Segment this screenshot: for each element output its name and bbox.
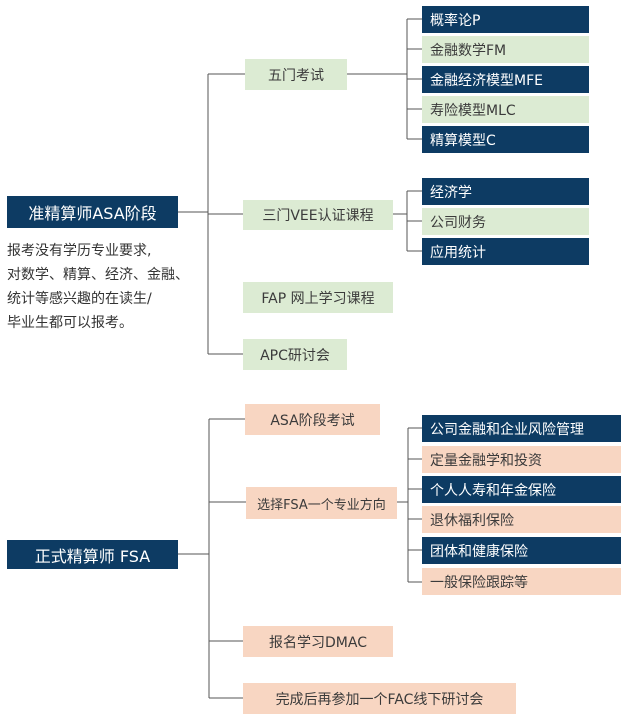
exam-item: 金融数学FM <box>422 36 589 63</box>
note-line: 报考没有学历专业要求, <box>7 243 152 259</box>
note-line: 对数学、精算、经济、金融、 <box>7 267 189 283</box>
asa-eligibility-note: 报考没有学历专业要求, 对数学、精算、经济、金融、 统计等感兴趣的在读生/ 毕业… <box>7 239 197 335</box>
vee-item: 公司财务 <box>422 208 589 235</box>
apc-seminar-node: APC研讨会 <box>243 339 347 370</box>
exam-item: 金融经济模型MFE <box>422 66 589 93</box>
dmac-node: 报名学习DMAC <box>243 626 393 657</box>
vee-courses-node: 三门VEE认证课程 <box>243 200 393 230</box>
track-item: 一般保险跟踪等 <box>422 568 621 595</box>
track-item: 公司金融和企业风险管理 <box>422 415 621 442</box>
five-exams-node: 五门考试 <box>245 59 347 90</box>
asa-stage-title: 准精算师ASA阶段 <box>7 196 178 228</box>
fac-seminar-node: 完成后再参加一个FAC线下研讨会 <box>243 683 516 714</box>
exam-item: 精算模型C <box>422 126 589 153</box>
note-line: 毕业生都可以报考。 <box>7 315 133 331</box>
note-line: 统计等感兴趣的在读生/ <box>7 291 152 307</box>
track-item: 个人人寿和年金保险 <box>422 476 621 503</box>
track-item: 定量金融学和投资 <box>422 446 621 473</box>
asa-exam-node: ASA阶段考试 <box>245 404 380 435</box>
vee-item: 经济学 <box>422 178 589 205</box>
track-item: 团体和健康保险 <box>422 537 621 564</box>
exam-item: 概率论P <box>422 6 589 33</box>
exam-item: 寿险模型MLC <box>422 96 589 123</box>
fap-course-node: FAP 网上学习课程 <box>243 282 393 313</box>
fsa-stage-title: 正式精算师 FSA <box>7 540 178 569</box>
vee-item: 应用统计 <box>422 238 589 265</box>
fsa-track-node: 选择FSA一个专业方向 <box>246 487 397 519</box>
track-item: 退休福利保险 <box>422 506 621 533</box>
